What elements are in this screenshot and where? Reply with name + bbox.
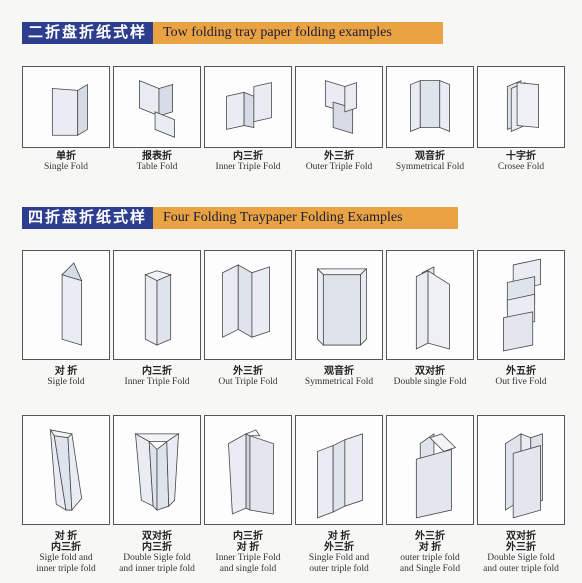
fold-illustration <box>113 250 201 360</box>
fold-illustration <box>477 250 565 360</box>
section1-grid: 单折 Single Fold 报表折 Table Fold 内三折 Inner … <box>22 66 568 173</box>
caption-en-1: Double Sigle fold <box>487 553 555 563</box>
caption-en-1: Double Sigle fold <box>123 553 191 563</box>
caption-en-2: and single fold <box>219 564 277 574</box>
fold-item-combo-4: 对 折 外三折 Single Fold and outer triple fol… <box>295 415 383 575</box>
fold-illustration <box>22 415 110 525</box>
caption-cn: 内三折 <box>142 366 172 377</box>
caption-en: Table Fold <box>136 162 178 172</box>
caption-cn-2: 内三折 <box>142 542 172 553</box>
fold-illustration <box>22 250 110 360</box>
caption-cn-2: 外三折 <box>506 542 536 553</box>
caption-cn: 单折 <box>56 151 76 162</box>
caption-cn: 报表折 <box>142 151 172 162</box>
caption-cn: 十字折 <box>506 151 536 162</box>
fold-illustration <box>386 250 474 360</box>
fold-illustration <box>204 250 292 360</box>
caption-en-2: and outer triple fold <box>483 564 559 574</box>
caption-en-1: outer triple fold <box>400 553 460 563</box>
fold-illustration <box>22 66 110 148</box>
caption-cn-2: 外三折 <box>324 542 354 553</box>
caption-cn: 对 折 <box>54 366 78 377</box>
caption-en: Out five Fold <box>495 377 547 387</box>
caption-en: Inner Triple Fold <box>124 377 190 387</box>
caption-cn: 外五折 <box>506 366 536 377</box>
section2-header: 四折盘折纸式样 Four Folding Traypaper Folding E… <box>22 207 459 229</box>
caption-cn: 内三折 <box>233 151 263 162</box>
section2-row2: 对 折 内三折 Sigle fold and inner triple fold… <box>22 415 568 575</box>
caption-en: Single Fold <box>43 162 89 172</box>
caption-en-1: Inner Triple Fold <box>215 553 281 563</box>
fold-item-out-triple-4: 外三折 Out Triple Fold <box>204 250 292 388</box>
fold-item-out-five-4: 外五折 Out five Fold <box>477 250 565 388</box>
caption-cn-1: 对 折 <box>327 531 351 542</box>
caption-en: Inner Triple Fold <box>215 162 281 172</box>
fold-item-combo-3: 内三折 对 折 Inner Triple Fold and single fol… <box>204 415 292 575</box>
caption-en: Symmetrical Fold <box>395 162 465 172</box>
caption-cn: 外三折 <box>233 366 263 377</box>
section2-title-cn: 四折盘折纸式样 <box>22 207 154 229</box>
fold-item-combo-2: 双对折 内三折 Double Sigle fold and inner trip… <box>113 415 201 575</box>
fold-item-symmetrical: 观音折 Symmetrical Fold <box>386 66 474 173</box>
caption-en-2: and inner triple fold <box>119 564 195 574</box>
caption-en: Double single Fold <box>393 377 467 387</box>
fold-illustration <box>113 415 201 525</box>
fold-illustration <box>295 415 383 525</box>
fold-item-cross: 十字折 Crosee Fold <box>477 66 565 173</box>
caption-en-1: Sigle fold and <box>39 553 93 563</box>
fold-item-outer-triple: 外三折 Outer Triple Fold <box>295 66 383 173</box>
section2-row1: 对 折 Sigle fold 内三折 Inner Triple Fold 外三折… <box>22 250 568 388</box>
caption-cn-2: 对 折 <box>236 542 260 553</box>
fold-illustration <box>113 66 201 148</box>
fold-item-single-4: 对 折 Sigle fold <box>22 250 110 388</box>
fold-item-table: 报表折 Table Fold <box>113 66 201 173</box>
fold-illustration <box>204 415 292 525</box>
fold-item-double-single-4: 双对折 Double single Fold <box>386 250 474 388</box>
caption-en-1: Single Fold and <box>308 553 370 563</box>
fold-illustration <box>386 66 474 148</box>
caption-en-2: inner triple fold <box>36 564 96 574</box>
caption-en: Outer Triple Fold <box>305 162 373 172</box>
fold-illustration <box>295 250 383 360</box>
caption-cn: 外三折 <box>324 151 354 162</box>
caption-cn-1: 对 折 <box>54 531 78 542</box>
caption-cn-1: 外三折 <box>415 531 445 542</box>
section1-title-en: Tow folding tray paper folding examples <box>153 22 444 44</box>
fold-item-inner-triple-4: 内三折 Inner Triple Fold <box>113 250 201 388</box>
caption-en: Crosee Fold <box>497 162 545 172</box>
caption-cn: 观音折 <box>324 366 354 377</box>
fold-item-symmetrical-4: 观音折 Symmetrical Fold <box>295 250 383 388</box>
caption-en: Out Triple Fold <box>218 377 278 387</box>
caption-cn: 双对折 <box>415 366 445 377</box>
fold-item-combo-1: 对 折 内三折 Sigle fold and inner triple fold <box>22 415 110 575</box>
fold-illustration <box>477 415 565 525</box>
fold-illustration <box>477 66 565 148</box>
caption-en-2: and Single Fold <box>399 564 461 574</box>
caption-cn-2: 对 折 <box>418 542 442 553</box>
fold-illustration <box>204 66 292 148</box>
caption-cn-1: 双对折 <box>506 531 536 542</box>
caption-cn-2: 内三折 <box>51 542 81 553</box>
caption-en: Sigle fold <box>47 377 85 387</box>
fold-item-combo-5: 外三折 对 折 outer triple fold and Single Fol… <box>386 415 474 575</box>
caption-cn: 观音折 <box>415 151 445 162</box>
caption-cn-1: 内三折 <box>233 531 263 542</box>
fold-illustration <box>295 66 383 148</box>
fold-item-combo-6: 双对折 外三折 Double Sigle fold and outer trip… <box>477 415 565 575</box>
section1-header: 二折盘折纸式样 Tow folding tray paper folding e… <box>22 22 444 44</box>
section1-title-cn: 二折盘折纸式样 <box>22 22 154 44</box>
section2-title-en: Four Folding Traypaper Folding Examples <box>153 207 459 229</box>
fold-illustration <box>386 415 474 525</box>
caption-cn-1: 双对折 <box>142 531 172 542</box>
fold-item-single: 单折 Single Fold <box>22 66 110 173</box>
fold-item-inner-triple: 内三折 Inner Triple Fold <box>204 66 292 173</box>
caption-en: Symmetrical Fold <box>304 377 374 387</box>
caption-en-2: outer triple fold <box>309 564 369 574</box>
